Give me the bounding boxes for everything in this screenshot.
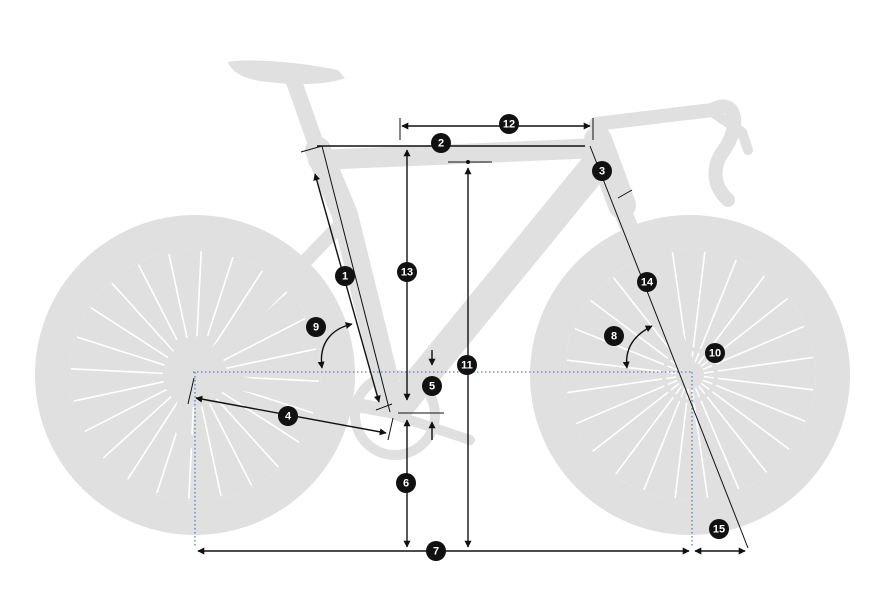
marker-label: 11 xyxy=(461,360,473,372)
cassette xyxy=(163,343,227,407)
wheel-spoke xyxy=(674,374,691,499)
marker-6: 6 xyxy=(396,473,416,493)
top-tube xyxy=(308,138,610,170)
marker-circle xyxy=(637,272,657,292)
marker-label: 7 xyxy=(433,546,439,558)
wheel-spoke xyxy=(689,374,806,422)
marker-2: 2 xyxy=(431,133,451,153)
marker-circle xyxy=(709,519,729,539)
marker-15: 15 xyxy=(709,519,729,539)
marker-label: 13 xyxy=(401,267,413,279)
wheel-spoke xyxy=(689,275,766,376)
marker-label: 14 xyxy=(641,277,654,289)
marker-7: 7 xyxy=(426,541,446,561)
marker-label: 10 xyxy=(709,348,721,360)
marker-circle xyxy=(604,326,624,346)
marker-12: 12 xyxy=(499,114,519,134)
handlebar-drop xyxy=(705,99,742,207)
marker-circle xyxy=(396,473,416,493)
rear-derailleur xyxy=(170,390,200,450)
marker-circle xyxy=(278,406,298,426)
wheel-spoke xyxy=(689,251,706,376)
wheel-spoke xyxy=(689,374,709,498)
marker-3: 3 xyxy=(592,161,612,181)
marker-label: 6 xyxy=(403,478,409,490)
wheel-spoke xyxy=(689,325,805,376)
marker-label: 3 xyxy=(599,166,605,178)
seatpost xyxy=(284,68,326,158)
marker-circle xyxy=(426,541,446,561)
wheel-spoke xyxy=(689,374,814,391)
marker-circle xyxy=(431,133,451,153)
marker-circle xyxy=(705,343,725,363)
marker-circle xyxy=(422,376,442,396)
marker-circle xyxy=(335,266,355,286)
wheel-spoke xyxy=(689,259,737,376)
marker-circle xyxy=(457,355,477,375)
marker-9: 9 xyxy=(306,317,326,337)
marker-label: 5 xyxy=(429,381,435,393)
wheel-spoke xyxy=(575,374,691,425)
stem xyxy=(589,103,719,131)
marker-label: 15 xyxy=(713,524,725,536)
marker-1: 1 xyxy=(335,266,355,286)
wheel-spoke xyxy=(591,374,691,453)
fork xyxy=(611,196,699,384)
wheel-spoke xyxy=(567,374,691,394)
marker-label: 2 xyxy=(438,138,444,150)
wheel-spoke xyxy=(643,374,691,491)
marker-8: 8 xyxy=(604,326,624,346)
marker-label: 8 xyxy=(611,331,617,343)
marker-circle xyxy=(306,317,326,337)
marker-5: 5 xyxy=(422,376,442,396)
marker-10: 10 xyxy=(705,343,725,363)
marker-circle xyxy=(499,114,519,134)
wheel-spoke xyxy=(689,374,740,490)
wheel-spoke xyxy=(689,297,789,376)
marker-label: 12 xyxy=(503,119,515,131)
marker-11: 11 xyxy=(457,355,477,375)
marker-label: 1 xyxy=(342,271,348,283)
marker-circle xyxy=(397,262,417,282)
marker-label: 9 xyxy=(313,322,319,334)
marker-4: 4 xyxy=(278,406,298,426)
marker-label: 4 xyxy=(285,411,292,423)
bike-silhouette xyxy=(35,60,850,535)
wheel-spoke xyxy=(614,374,691,475)
marker-circle xyxy=(592,161,612,181)
marker-13: 13 xyxy=(397,262,417,282)
brake-hood xyxy=(707,107,753,155)
wheel-spoke xyxy=(689,374,768,474)
wheel-spoke xyxy=(689,356,813,376)
wheel-spoke xyxy=(689,374,790,451)
rear-brake-caliper xyxy=(170,335,210,350)
reference-lines xyxy=(193,371,693,546)
marker-14: 14 xyxy=(637,272,657,292)
